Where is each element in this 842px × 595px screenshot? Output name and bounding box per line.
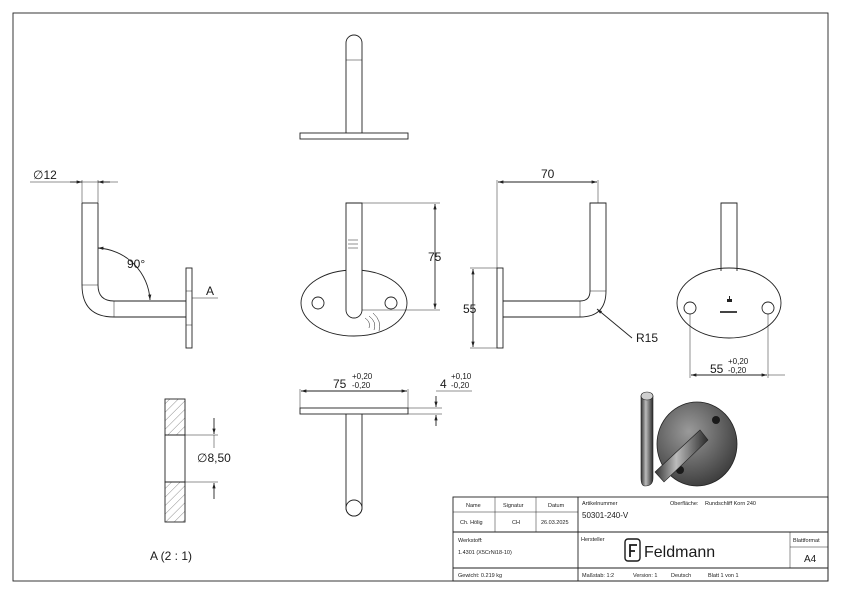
tb-gewicht: Gewicht: 0.219 kg (458, 573, 502, 579)
tb-header-name: Name (466, 503, 481, 509)
tb-signatur: CH (512, 520, 520, 526)
feldmann-logo-icon (624, 538, 641, 562)
detail-a-label: A (2 : 1) (150, 549, 192, 563)
tb-brand: Feldmann (644, 544, 715, 561)
tb-oberflaeche: Rundschliff Korn 240 (705, 501, 756, 507)
dim-75-horizontal: 75 (333, 377, 347, 391)
side-view-left: ∅12 90° A (30, 168, 218, 349)
tb-datum: 26.03.2025 (541, 520, 569, 526)
title-block: Name Signatur Datum Ch. Hölig CH 26.03.2… (452, 496, 829, 582)
dim-r15: R15 (636, 331, 658, 345)
tb-werkstoff: 1.4301 (X5CrNi18-10) (458, 550, 512, 556)
tb-blattformat: A4 (804, 554, 817, 565)
tb-header-signatur: Signatur (503, 503, 524, 509)
dim-55-vertical: 55 (463, 302, 477, 316)
tb-sprache: Deutsch (671, 573, 691, 579)
dim-55-horizontal: 55 (710, 362, 724, 376)
tb-artikel: 50301-240-V (582, 511, 629, 520)
tb-massstab: Maßstab: 1:2 (582, 573, 614, 579)
side-view-right: 70 55 R15 (463, 167, 658, 349)
front-view: 75 (300, 202, 442, 337)
tb-werkstoff-label: Werkstoff: (458, 538, 483, 544)
iso-view-3d (640, 391, 738, 487)
dim-75-tol-down: -0,20 (352, 381, 371, 390)
back-view: 55 +0,20 -0,20 (676, 202, 785, 378)
dim-4-tol-up: +0,10 (451, 372, 472, 381)
dim-dia12: ∅12 (33, 168, 57, 182)
dim-4: 4 (440, 377, 447, 391)
top-view (299, 34, 409, 140)
tb-artikel-label: Artikelnummer (582, 501, 618, 507)
dim-dia850: ∅8,50 (197, 451, 231, 465)
bottom-view: 75 +0,20 -0,20 4 +0,10 -0,20 (299, 372, 472, 517)
tb-header-datum: Datum (548, 503, 565, 509)
tb-oberflaeche-label: Oberfläche: (670, 501, 699, 507)
dim-angle90: 90° (127, 257, 145, 271)
dim-55-tol-down: -0,20 (728, 366, 747, 375)
section-mark-a: A (206, 284, 214, 298)
tb-blatt: Blatt 1 von 1 (708, 573, 739, 579)
dim-75-vertical: 75 (428, 250, 442, 264)
tb-name: Ch. Hölig (460, 520, 483, 526)
detail-a: ∅8,50 A (2 : 1) (150, 398, 231, 563)
tb-hersteller-label: Hersteller (581, 537, 605, 543)
dim-4-tol-down: -0,20 (451, 381, 470, 390)
dim-70: 70 (541, 167, 555, 181)
sheet-border (12, 12, 829, 582)
tb-blattformat-label: Blattformat (793, 538, 820, 544)
dim-55-tol-up: +0,20 (728, 357, 749, 366)
dim-75-tol-up: +0,20 (352, 372, 373, 381)
tb-version: Version: 1 (633, 573, 657, 579)
